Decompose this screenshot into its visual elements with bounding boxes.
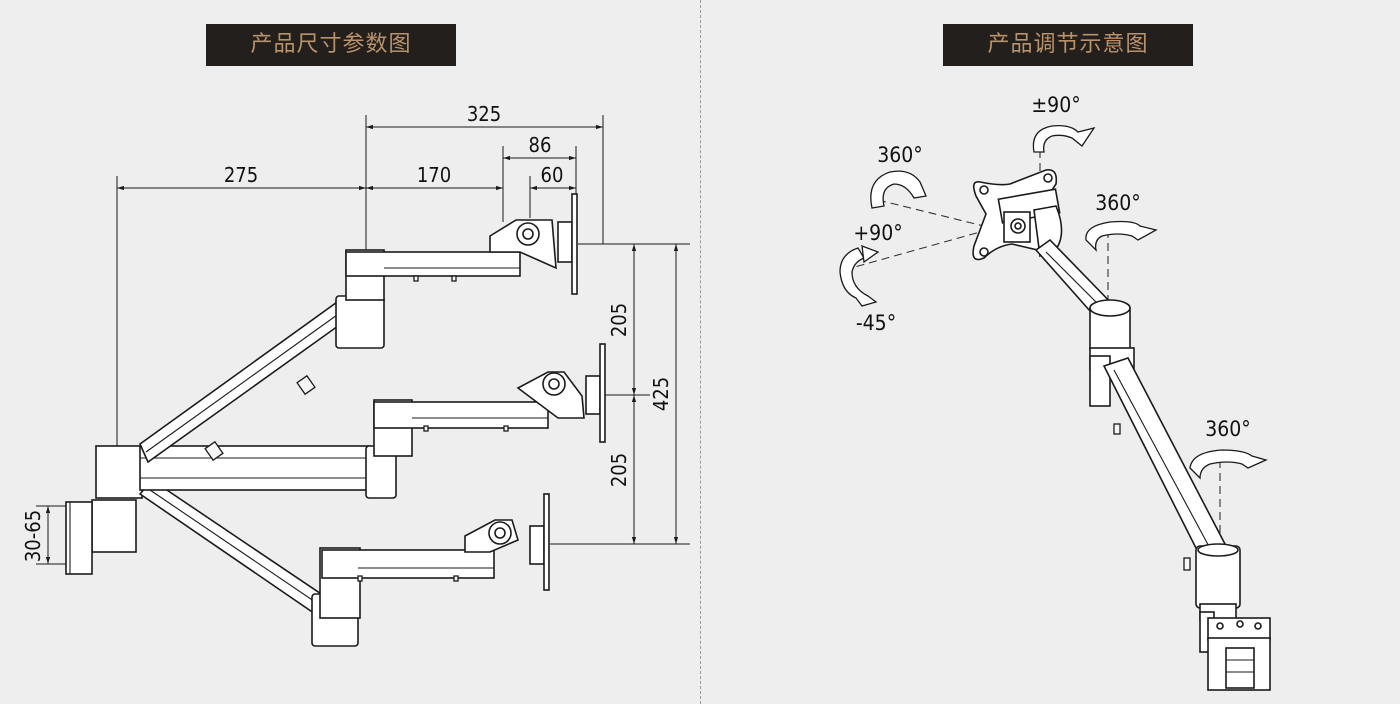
angle-label-rotate-head: 360°: [877, 143, 923, 167]
dim-label-205-bottom: 205: [607, 453, 631, 487]
angle-label-pan-top: 360°: [1095, 191, 1141, 215]
dim-label-205-top: 205: [607, 303, 631, 337]
desk-clamp: [65, 445, 143, 575]
middle-arm: [139, 343, 606, 499]
angle-label-minus45: -45°: [856, 311, 896, 335]
angle-label-tilt: ±90°: [1031, 93, 1080, 117]
angle-label-plus90: +90°: [853, 221, 902, 245]
adjustment-drawing: ±90° 360° 360° +90° -45° 360°: [839, 93, 1271, 691]
lower-arm: [138, 478, 550, 647]
dimension-lines: [45, 124, 679, 564]
dim-label-325: 325: [467, 102, 501, 126]
panel-divider: [700, 0, 701, 704]
dim-label-86: 86: [529, 133, 552, 157]
pan-bottom-arrow-icon: [1189, 449, 1268, 480]
dimension-diagram-title: 产品尺寸参数图: [206, 24, 456, 66]
pole-and-clamp: [1195, 543, 1271, 691]
pan-top-arrow-icon: [1085, 220, 1158, 252]
tilt-vertical-arrow-icon: [839, 245, 880, 307]
dim-label-60: 60: [541, 163, 564, 187]
tilt-arrow-icon: [1032, 124, 1096, 153]
upper-arm: [139, 193, 578, 464]
dim-label-30-65: 30-65: [21, 510, 45, 562]
angle-label-pan-bottom: 360°: [1205, 417, 1251, 441]
forearm: [1034, 238, 1135, 371]
axis-line-tilt: [843, 231, 981, 271]
extension-lines: [36, 115, 690, 565]
axis-line-rotate: [877, 199, 1001, 231]
dim-label-170: 170: [417, 163, 451, 187]
dimension-drawing: 325 86 60 275 170 205 205 425 30-65: [21, 102, 690, 647]
adjustment-diagram-title: 产品调节示意图: [943, 24, 1193, 66]
dim-label-425: 425: [649, 377, 673, 411]
rotate-head-arrow-icon: [870, 170, 927, 209]
dim-label-275: 275: [224, 163, 258, 187]
